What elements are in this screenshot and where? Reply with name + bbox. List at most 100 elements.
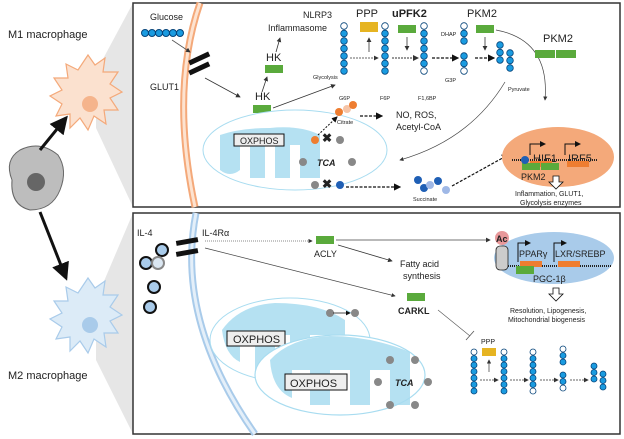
m2-macrophage-cell bbox=[48, 276, 124, 355]
ppar-gene bbox=[520, 261, 542, 267]
m2-polarization-arrow bbox=[38, 211, 69, 281]
nucleosome-icon bbox=[495, 245, 509, 271]
m1-cell-label: M1 macrophage bbox=[8, 29, 88, 41]
carbon-bead bbox=[470, 348, 478, 356]
glut1-transporter bbox=[188, 51, 211, 76]
m2-outcome-line1: Resolution, Lipogenesis, bbox=[510, 308, 586, 315]
ac-label: Ac bbox=[496, 234, 508, 244]
carbon-bead bbox=[500, 368, 508, 375]
carbon-bead bbox=[381, 67, 389, 75]
hk-upper-enzyme bbox=[265, 65, 283, 73]
m1-tca-label: TCA bbox=[317, 158, 336, 168]
m1-outcome-arrow bbox=[548, 175, 564, 190]
pgc1b-label: PGC-1β bbox=[533, 274, 566, 284]
carkl-enzyme bbox=[407, 293, 425, 301]
carbon-bead bbox=[470, 387, 478, 395]
carbon-bead bbox=[340, 67, 348, 75]
fatty-acid-line1: Fatty acid bbox=[400, 259, 439, 269]
carbon-bead bbox=[460, 29, 468, 38]
pgc1b-protein bbox=[516, 266, 534, 274]
carbon-bead bbox=[420, 44, 428, 53]
upfk2-enzyme bbox=[398, 25, 416, 33]
carbon-bead bbox=[559, 358, 567, 366]
carbon-bead bbox=[500, 387, 508, 395]
m2-tca-cycle bbox=[374, 356, 432, 409]
carbon-bead bbox=[559, 352, 567, 359]
naive-macrophage-cell bbox=[8, 145, 64, 211]
carbon-bead bbox=[500, 355, 508, 362]
pkm2-dimer bbox=[535, 50, 576, 58]
carbon-bead bbox=[460, 37, 468, 45]
carbon-bead bbox=[500, 381, 508, 388]
carbon-bead bbox=[460, 52, 468, 60]
carkl-label: CARKL bbox=[398, 306, 430, 316]
fatty-acid-line2: synthesis bbox=[403, 271, 441, 281]
pkm2-top-label: PKM2 bbox=[467, 8, 497, 20]
carbon-bead bbox=[420, 52, 428, 60]
m1-macrophage-cell bbox=[48, 53, 124, 132]
carbon-bead bbox=[470, 361, 478, 369]
lxr-gene bbox=[558, 261, 580, 267]
m1-oxphos-box bbox=[233, 133, 285, 147]
carbon-bead bbox=[500, 361, 508, 369]
carbon-bead bbox=[590, 362, 598, 370]
m2-cell-label: M2 macrophage bbox=[8, 370, 88, 382]
carbon-bead bbox=[420, 22, 428, 30]
carbon-bead bbox=[420, 59, 428, 68]
succinate-label: Succinate bbox=[413, 197, 437, 203]
upfk2-label: uPFK2 bbox=[392, 8, 427, 20]
carbon-bead bbox=[506, 64, 514, 72]
carbon-bead bbox=[460, 22, 468, 30]
dhap-g3p-chain bbox=[460, 22, 468, 75]
acetylation-badge bbox=[495, 231, 509, 245]
carbon-bead bbox=[340, 59, 348, 68]
m1-outcome-line1: Inflammation, GLUT1, bbox=[515, 191, 584, 198]
pkm2-dimer-label: PKM2 bbox=[543, 33, 573, 45]
m2-outcome-line2: Mitochondrial biogenesis bbox=[508, 317, 586, 324]
carbon-bead bbox=[381, 52, 389, 60]
carbon-bead bbox=[529, 355, 537, 362]
carbon-bead bbox=[420, 29, 428, 38]
ppar-label: PPARγ bbox=[519, 249, 548, 259]
carbon-bead bbox=[590, 369, 598, 376]
carbon-bead bbox=[529, 387, 537, 395]
carbon-bead bbox=[496, 48, 504, 57]
m2-oxphos-back-box bbox=[226, 330, 286, 347]
m2-glycolysis-chains bbox=[470, 345, 607, 395]
carbon-bead bbox=[381, 22, 389, 30]
m2-zoom-wedge bbox=[96, 213, 133, 434]
glut1-label: GLUT1 bbox=[150, 82, 179, 92]
carbon-bead bbox=[559, 378, 567, 385]
m1-outcome-line2: Glycolysis enzymes bbox=[520, 200, 582, 207]
succinate-block-icon: ✖ bbox=[322, 177, 332, 191]
carbon-bead bbox=[599, 377, 607, 384]
m2-ppp-icon bbox=[482, 348, 496, 356]
hk-lower-enzyme bbox=[253, 105, 271, 113]
carbon-bead bbox=[381, 37, 389, 45]
m2-outcome-arrow bbox=[548, 287, 564, 302]
m1-mitochondrion bbox=[202, 109, 388, 191]
acly-enzyme bbox=[316, 236, 334, 244]
carbon-bead bbox=[496, 56, 504, 64]
carbon-bead bbox=[460, 67, 468, 75]
nlrp3-label: NLRP3 bbox=[303, 10, 332, 20]
carbon-bead bbox=[381, 59, 389, 68]
carbon-bead bbox=[500, 374, 508, 382]
carbon-bead bbox=[599, 370, 607, 378]
carbon-bead bbox=[529, 374, 537, 382]
il4ra-receptor bbox=[175, 237, 199, 257]
carbon-bead bbox=[340, 37, 348, 45]
carbon-bead bbox=[470, 368, 478, 375]
carbon-bead bbox=[529, 348, 537, 356]
carbon-bead bbox=[470, 374, 478, 382]
ppp-icon bbox=[360, 22, 378, 32]
carbon-bead bbox=[529, 361, 537, 369]
f16bp-chain bbox=[420, 22, 428, 75]
dhap-label: DHAP bbox=[441, 32, 457, 38]
m2-oxphos-front-label: OXPHOS bbox=[290, 378, 337, 390]
carbon-bead bbox=[420, 37, 428, 45]
carbon-bead bbox=[381, 29, 389, 38]
irf5-gene bbox=[567, 161, 589, 167]
inflammasome-label: Inflammasome bbox=[268, 23, 327, 33]
